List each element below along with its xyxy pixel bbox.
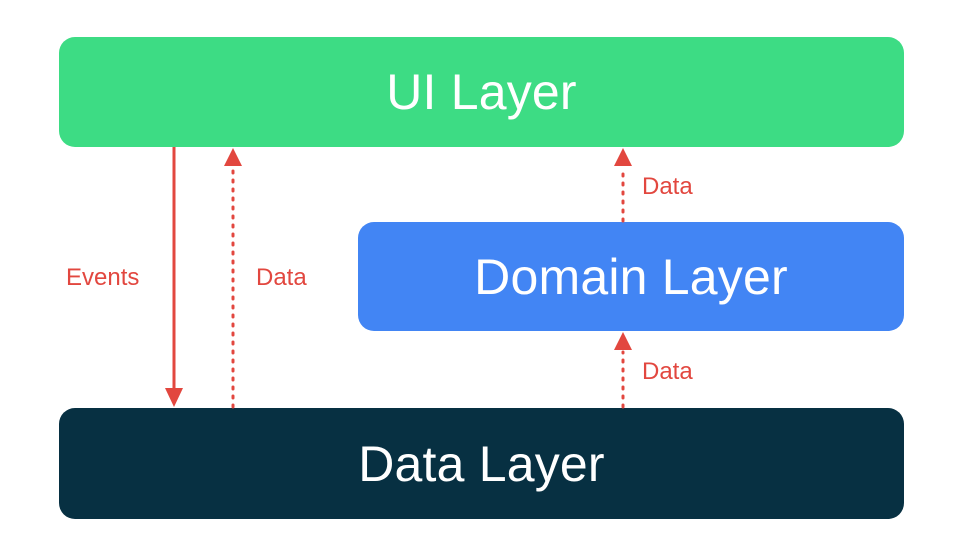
data-domain-to-ui-label: Data <box>642 173 693 200</box>
data-left-label: Data <box>256 264 307 291</box>
events-arrowhead <box>165 388 183 407</box>
data-data-to-domain-label: Data <box>642 358 693 385</box>
events-label: Events <box>66 264 140 291</box>
data-domain-to-ui-arrowhead <box>614 148 632 166</box>
domain-layer-label: Domain Layer <box>474 248 788 305</box>
data-left-arrowhead <box>224 148 242 166</box>
ui-layer-label: UI Layer <box>386 64 577 120</box>
data-data-to-domain-arrowhead <box>614 332 632 350</box>
data-layer-label: Data Layer <box>358 435 605 492</box>
ui-layer-box: UI Layer <box>59 37 904 147</box>
data-layer-box: Data Layer <box>59 408 904 519</box>
domain-layer-box: Domain Layer <box>358 222 904 331</box>
